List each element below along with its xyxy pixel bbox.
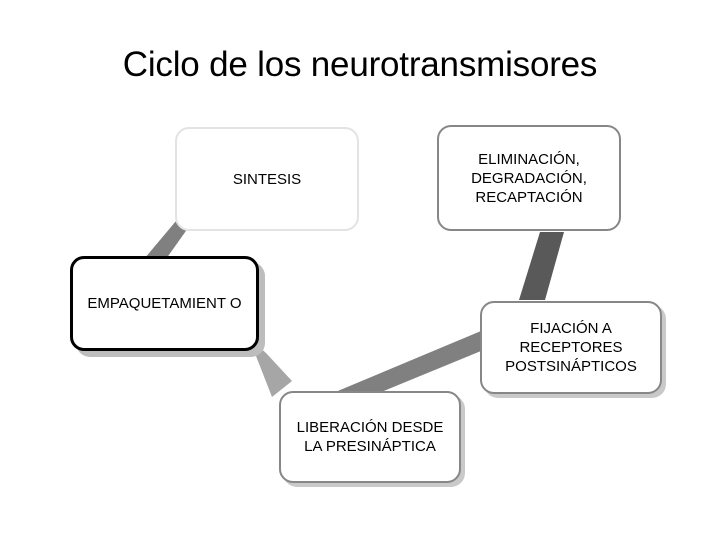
connector-fijacion-to-eliminacion [519,232,564,300]
node-fijacion-label: FIJACIÓN A RECEPTORES POSTSINÁPTICOS [505,320,637,375]
page-title: Ciclo de los neurotransmisores [122,45,598,84]
node-liberacion-label: LIBERACIÓN DESDE LA PRESINÁPTICA [296,419,444,455]
node-liberacion[interactable]: LIBERACIÓN DESDE LA PRESINÁPTICA [279,391,461,483]
node-eliminacion-label: ELIMINACIÓN, DEGRADACIÓN, RECAPTACIÓN [471,150,587,206]
node-empaquetamiento-label: EMPAQUETAMIENT O [87,295,242,312]
node-eliminacion[interactable]: ELIMINACIÓN, DEGRADACIÓN, RECAPTACIÓN [437,125,621,231]
node-sintesis-label: SINTESIS [232,170,302,188]
connector-liberacion-to-fijacion [333,331,481,404]
node-fijacion[interactable]: FIJACIÓN A RECEPTORES POSTSINÁPTICOS [480,301,662,394]
node-empaquetamiento[interactable]: EMPAQUETAMIENT O [70,256,259,351]
connector-empaquetamiento-to-liberacion [249,338,292,397]
node-sintesis[interactable]: SINTESIS [175,127,359,231]
